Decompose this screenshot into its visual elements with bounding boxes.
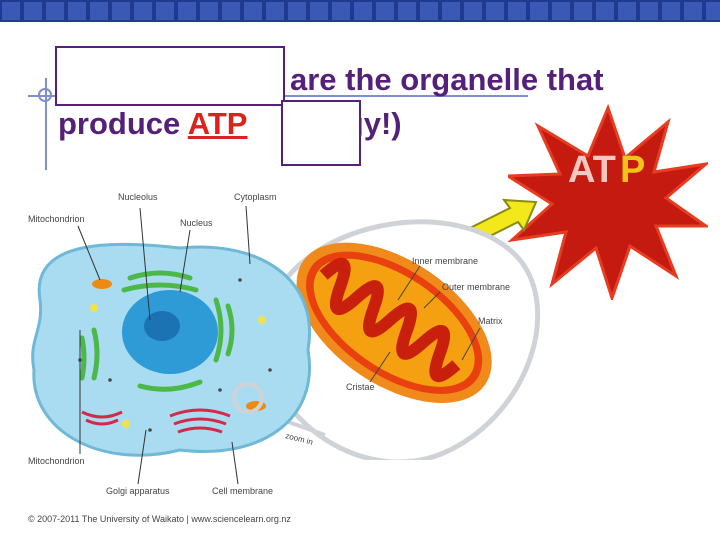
atp-text-p: P: [620, 149, 645, 191]
guide-line-vertical: [45, 78, 47, 170]
title-prefix: produce: [58, 106, 188, 141]
top-banner: [0, 0, 720, 22]
guide-circle: [38, 88, 52, 102]
title-line-1: are the organelle that: [290, 62, 604, 97]
label-matrix: Matrix: [478, 316, 503, 326]
label-nucleolus: Nucleolus: [118, 192, 158, 202]
copyright-footer: © 2007-2011 The University of Waikato | …: [28, 514, 291, 524]
title-atp: ATP: [187, 106, 248, 141]
label-mitochondrion-top: Mitochondrion: [28, 214, 85, 224]
atp-text-at: AT: [568, 149, 616, 191]
mitochondrion-zoom-diagram: Inner membrane Outer membrane Matrix Cri…: [248, 219, 541, 460]
atp-starburst: AT P: [508, 103, 708, 300]
animal-cell-diagram: Nucleolus Cytoplasm Mitochondrion Nucleu…: [28, 192, 311, 496]
label-inner-membrane: Inner membrane: [412, 256, 478, 266]
blank-answer-box-2: [281, 100, 361, 166]
label-nucleus: Nucleus: [180, 218, 213, 228]
blank-answer-box-1: [55, 46, 285, 106]
label-mitochondrion-bottom: Mitochondrion: [28, 456, 85, 466]
label-cell-membrane: Cell membrane: [212, 486, 273, 496]
label-golgi-apparatus: Golgi apparatus: [106, 486, 170, 496]
label-cytoplasm: Cytoplasm: [234, 192, 277, 202]
label-outer-membrane: Outer membrane: [442, 282, 510, 292]
label-cristae: Cristae: [346, 382, 375, 392]
